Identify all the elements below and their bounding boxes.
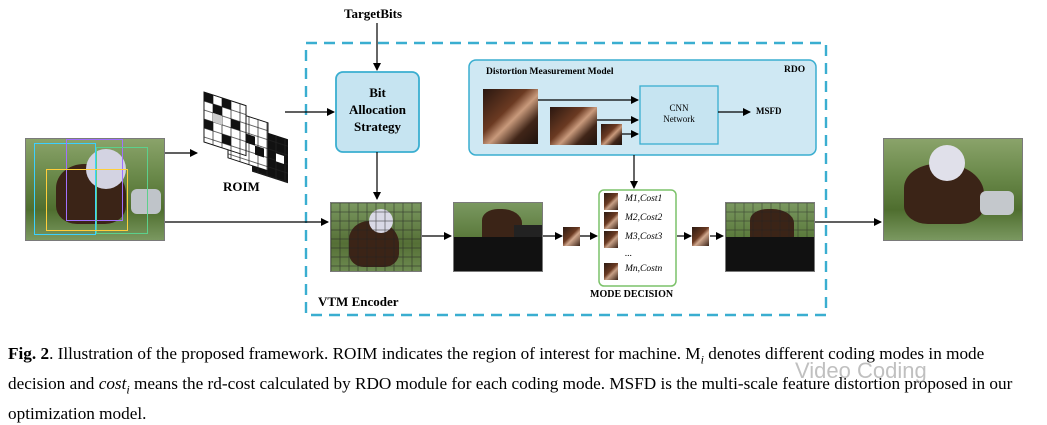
current-block <box>563 227 580 246</box>
vtm-encoder-container <box>304 41 828 317</box>
cnn-line-2: Network <box>663 114 695 124</box>
distortion-patch-medium <box>550 107 597 145</box>
mode-thumb <box>604 263 618 280</box>
mode-ellipsis: ... <box>625 249 633 259</box>
mode-text: M3,Cost3 <box>625 232 663 242</box>
partial-frame <box>453 202 543 272</box>
caption-text-2: denotes different coding modes in mode d… <box>8 344 985 393</box>
mode-decision-label: MODE DECISION <box>590 289 674 300</box>
caption-fig-label: Fig. 2 <box>8 344 50 363</box>
bit-allocation-line-1: Bit <box>369 85 386 100</box>
mode-text: M2,Cost2 <box>625 213 663 223</box>
caption-text-1: . Illustration of the proposed framework… <box>49 344 701 363</box>
distortion-model-title: Distortion Measurement Model <box>486 67 614 77</box>
target-bits-label: TargetBits <box>344 6 403 21</box>
cnn-text: CNN Network <box>640 103 718 125</box>
bit-allocation-line-3: Strategy <box>354 119 401 134</box>
mode-thumb <box>604 193 618 210</box>
watermark: Video Coding <box>795 358 927 383</box>
distortion-patch-large <box>483 89 538 144</box>
roim-label: ROIM <box>223 179 260 194</box>
roim-mask-icon <box>203 91 288 184</box>
mode-thumb <box>604 231 618 248</box>
mode-row: M2,Cost2 <box>604 212 670 230</box>
output-image <box>883 138 1023 241</box>
reconstructed-frame <box>725 202 815 272</box>
mode-row: M1,Cost1 <box>604 193 670 211</box>
mode-row: ... <box>604 248 670 266</box>
input-image <box>25 138 165 241</box>
bit-allocation-text: Bit Allocation Strategy <box>336 84 419 135</box>
vtm-encoder-label: VTM Encoder <box>318 294 399 309</box>
bit-allocation-line-2: Allocation <box>348 102 407 117</box>
mode-decision-box <box>598 189 677 287</box>
selected-block <box>692 227 709 246</box>
cnn-line-1: CNN <box>669 103 689 113</box>
mode-row: M3,Cost3 <box>604 231 670 249</box>
figure-caption: Fig. 2. Illustration of the proposed fra… <box>8 344 1013 423</box>
distortion-patch-small <box>601 124 622 145</box>
cnn-box <box>639 85 719 145</box>
msfd-label: MSFD <box>756 106 782 116</box>
rdo-label: RDO <box>784 65 806 75</box>
mode-text: M1,Cost1 <box>625 194 663 204</box>
mode-row: Mn,Costn <box>604 263 670 281</box>
caption-cost-symbol: cost <box>98 373 127 393</box>
mode-thumb <box>604 212 618 229</box>
caption-text-3: means the rd-cost calculated by RDO modu… <box>8 373 1013 423</box>
mode-text: Mn,Costn <box>625 264 663 274</box>
encoder-frame <box>330 202 422 272</box>
